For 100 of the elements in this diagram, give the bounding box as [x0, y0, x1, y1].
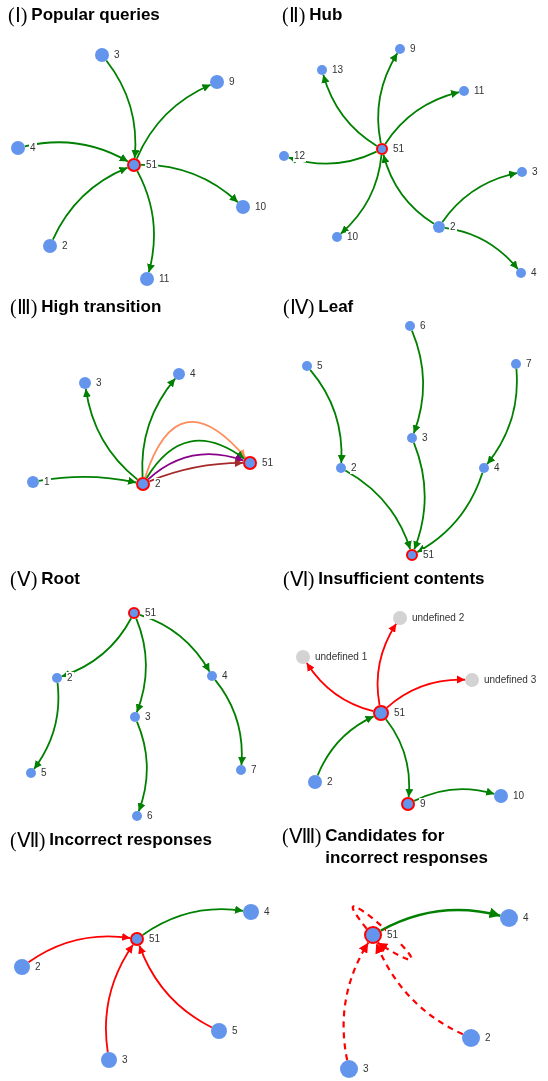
arrow — [105, 943, 134, 1053]
arrow — [377, 52, 399, 144]
graph-node — [210, 75, 224, 89]
graph-node — [332, 232, 342, 242]
arrow — [141, 905, 244, 936]
arrow — [136, 720, 148, 813]
loop-arrow — [352, 906, 413, 961]
panel-number: (Ⅲ) — [10, 295, 38, 319]
graph-node — [127, 158, 141, 172]
graph-node — [401, 797, 415, 811]
node-label: 4 — [263, 906, 271, 918]
graph-node — [243, 904, 259, 920]
graph-node — [459, 86, 469, 96]
graph-node — [407, 433, 417, 443]
node-label: 6 — [146, 810, 154, 822]
node-label: 5 — [40, 767, 48, 779]
graph-node — [511, 359, 521, 369]
graph-node — [516, 268, 526, 278]
graph-node — [236, 200, 250, 214]
arrow — [136, 170, 155, 274]
graph-node — [43, 239, 57, 253]
node-label: 5 — [316, 360, 324, 372]
node-label: 2 — [449, 221, 457, 233]
panel-number: (Ⅵ) — [283, 567, 315, 591]
node-label: 3 — [144, 711, 152, 723]
node-label: 51 — [148, 933, 162, 945]
graph-node — [136, 477, 150, 491]
graph-node — [243, 456, 257, 470]
node-label: 51 — [392, 143, 406, 155]
arrow — [316, 715, 375, 777]
node-label: undefined 2 — [411, 612, 466, 624]
arrow — [38, 475, 138, 485]
graph-node — [130, 712, 140, 722]
graph-node — [52, 673, 62, 683]
node-label: 2 — [350, 462, 358, 474]
node-label: 10 — [512, 790, 526, 802]
arrow — [147, 453, 245, 481]
graph-node — [336, 463, 346, 473]
node-label: 2 — [484, 1032, 492, 1044]
panel-number: (Ⅴ) — [10, 567, 38, 591]
arrow — [214, 679, 246, 766]
panel-number: (Ⅳ) — [283, 295, 315, 319]
arrow — [305, 662, 375, 712]
arrow — [105, 59, 140, 159]
node-label: 4 — [221, 670, 229, 682]
graph-node — [517, 167, 527, 177]
panel-number: (Ⅰ) — [8, 3, 28, 27]
graph-node — [296, 650, 310, 664]
panel-title: Hub — [309, 4, 343, 26]
arrow — [411, 329, 425, 435]
node-label: 7 — [525, 358, 533, 370]
panel-title: Leaf — [318, 296, 354, 318]
graph-node — [340, 1060, 358, 1078]
node-label: 4 — [522, 912, 530, 924]
graph-node — [465, 673, 479, 687]
node-label: 3 — [531, 166, 539, 178]
graph-node — [211, 1023, 227, 1039]
node-label: 9 — [228, 76, 236, 88]
arrow — [83, 388, 139, 481]
graph-node — [494, 789, 508, 803]
node-label: 10 — [346, 231, 360, 243]
graph-node — [236, 765, 246, 775]
arrow — [145, 439, 246, 479]
graph-node — [173, 368, 185, 380]
node-label: 3 — [95, 377, 103, 389]
node-label: 10 — [254, 201, 268, 213]
graph-node — [393, 611, 407, 625]
graph-node — [27, 476, 39, 488]
node-label: 5 — [231, 1025, 239, 1037]
graph-node — [433, 221, 445, 233]
arrow — [138, 944, 213, 1029]
node-label: 51 — [393, 707, 407, 719]
panel-title: Candidates for incorrect responses — [325, 825, 489, 869]
arrow — [309, 368, 346, 464]
graph-node — [132, 811, 142, 821]
graph-node — [500, 909, 518, 927]
arrow — [138, 613, 211, 673]
graph-node — [279, 151, 289, 161]
arrow — [60, 617, 133, 678]
graph-node — [130, 932, 144, 946]
arrow — [135, 83, 212, 160]
arrow — [344, 469, 412, 551]
graph-node — [395, 44, 405, 54]
dashed-arrow — [375, 942, 464, 1036]
arrow — [321, 73, 378, 147]
node-label: 4 — [189, 368, 197, 380]
arrow — [144, 421, 247, 479]
arrow — [385, 718, 414, 798]
graph-node — [317, 65, 327, 75]
graph-node — [405, 321, 415, 331]
node-label: 4 — [493, 462, 501, 474]
graph-node — [462, 1029, 480, 1047]
node-label: 7 — [250, 764, 258, 776]
node-label: 3 — [362, 1063, 370, 1075]
node-label: 51 — [386, 929, 400, 941]
panel-number: (Ⅷ) — [282, 824, 322, 848]
graph-node — [479, 463, 489, 473]
graph-node — [406, 549, 418, 561]
node-label: 4 — [530, 267, 538, 279]
graph-node — [302, 361, 312, 371]
